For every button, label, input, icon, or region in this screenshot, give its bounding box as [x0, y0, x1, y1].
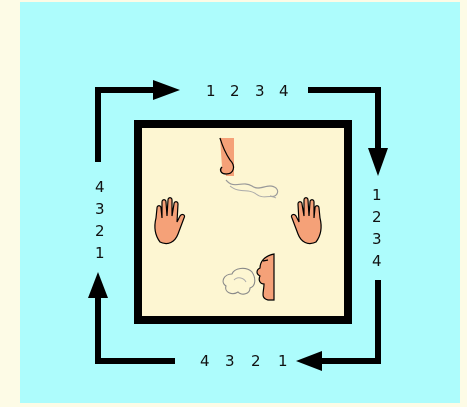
- bottom-count-1: 1: [278, 352, 288, 370]
- right-count-4: 4: [372, 252, 382, 270]
- bottom-arrow: [296, 280, 381, 371]
- top-count-4: 4: [279, 82, 289, 100]
- right-count-2: 2: [372, 208, 382, 226]
- right-arrow: [308, 87, 388, 176]
- left-arrow: [88, 272, 175, 364]
- nose-breathing-in-icon: [219, 137, 279, 199]
- top-count-2: 2: [230, 82, 240, 100]
- bottom-count-2: 2: [251, 352, 261, 370]
- right-count-1: 1: [372, 186, 382, 204]
- left-count-1: 1: [95, 244, 105, 262]
- right-count-3: 3: [372, 230, 382, 248]
- top-count-1: 1: [206, 82, 216, 100]
- top-count-3: 3: [255, 82, 265, 100]
- diagram-canvas: [20, 2, 460, 403]
- bottom-count-4: 4: [200, 352, 210, 370]
- top-arrow: [95, 80, 180, 162]
- mouth-breathing-out-icon: [222, 253, 275, 301]
- bottom-count-3: 3: [225, 352, 235, 370]
- left-count-2: 2: [95, 222, 105, 240]
- left-count-4: 4: [95, 178, 105, 196]
- left-count-3: 3: [95, 200, 105, 218]
- box-breathing-diagram: 1 2 3 4 1 2 3 4 4 3 2 1 4 3 2 1: [20, 2, 460, 403]
- left-open-hand-icon: [154, 197, 186, 245]
- right-open-hand-icon: [290, 197, 322, 245]
